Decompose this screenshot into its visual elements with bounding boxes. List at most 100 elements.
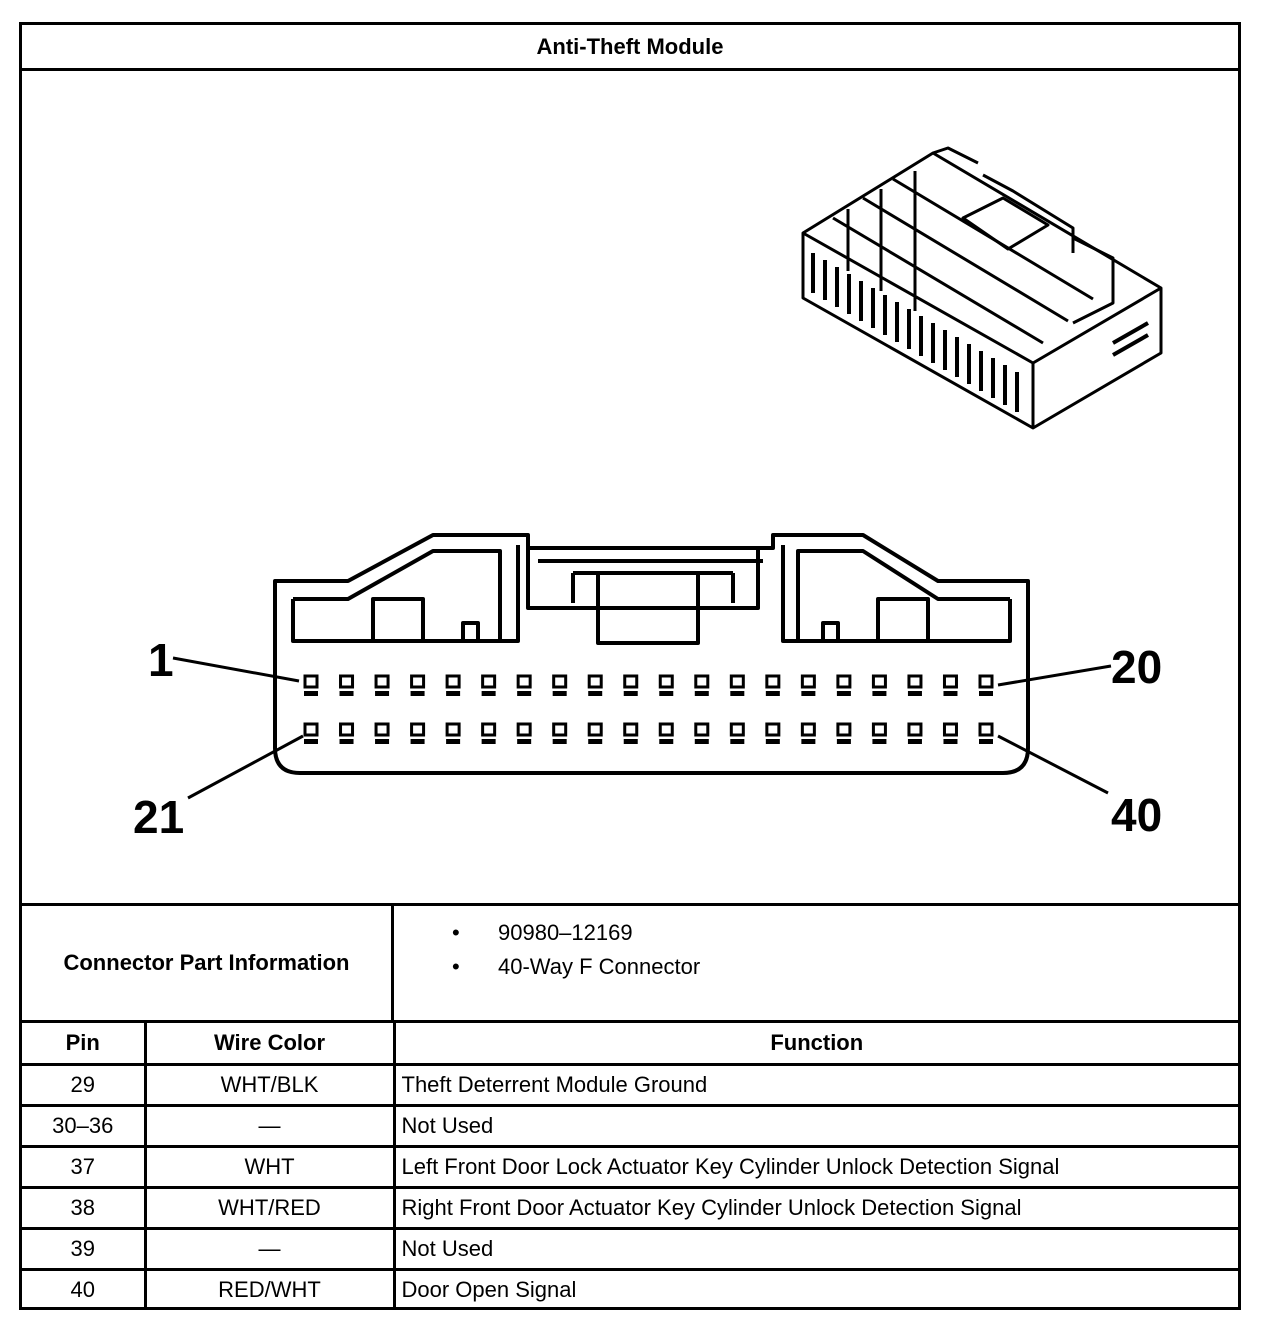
pin-cavity bbox=[410, 722, 426, 737]
pin-cavity bbox=[765, 722, 781, 737]
connector-face-icon bbox=[273, 533, 1030, 775]
pin-cavity bbox=[552, 722, 568, 737]
pin-cavity bbox=[978, 674, 994, 689]
pin-latch bbox=[730, 691, 745, 696]
pin-cavity bbox=[871, 674, 887, 689]
pin-cavity bbox=[694, 674, 710, 689]
pin-cavity bbox=[552, 674, 568, 689]
pin-cavity bbox=[978, 722, 994, 737]
pin-9 bbox=[587, 674, 603, 696]
pin-latch bbox=[410, 691, 425, 696]
pin-latch bbox=[304, 739, 318, 744]
cell-pin: 29 bbox=[22, 1062, 147, 1107]
pin-7 bbox=[516, 674, 532, 696]
pin-16 bbox=[836, 674, 852, 696]
pin-33 bbox=[729, 722, 745, 744]
pin-cavity bbox=[942, 674, 958, 689]
pin-latch bbox=[481, 739, 496, 744]
pin-latch bbox=[659, 739, 674, 744]
pin-latch bbox=[339, 691, 354, 696]
pin-30 bbox=[623, 722, 639, 744]
pin-latch bbox=[694, 739, 709, 744]
pin-latch bbox=[979, 691, 993, 696]
pin-cavity bbox=[907, 674, 923, 689]
cell-pin: 38 bbox=[22, 1185, 147, 1230]
pin-latch bbox=[765, 691, 780, 696]
pin-cavity bbox=[516, 722, 532, 737]
part-number: 90980–12169 bbox=[498, 920, 633, 945]
pin-37 bbox=[871, 722, 887, 744]
pin-23 bbox=[374, 722, 390, 744]
pin-15 bbox=[800, 674, 816, 696]
pin-19 bbox=[942, 674, 958, 696]
leader-pin-1 bbox=[172, 656, 300, 683]
pin-cavity bbox=[836, 674, 852, 689]
cell-pin: 40 bbox=[22, 1267, 147, 1310]
pin-cavity bbox=[623, 674, 639, 689]
pin-latch bbox=[552, 691, 567, 696]
cell-wire-color: — bbox=[143, 1103, 396, 1148]
pin-latch bbox=[943, 691, 958, 696]
pin-20 bbox=[978, 674, 994, 696]
list-item: • 90980–12169 bbox=[394, 916, 1238, 950]
pin-latch bbox=[339, 739, 354, 744]
table-row: 40 RED/WHT Door Open Signal bbox=[22, 1267, 1238, 1310]
pin-cavity bbox=[836, 722, 852, 737]
pin-latch bbox=[872, 691, 887, 696]
pin-35 bbox=[800, 722, 816, 744]
pin-18 bbox=[907, 674, 923, 696]
pin-cavity bbox=[729, 674, 745, 689]
pin-12 bbox=[694, 674, 710, 696]
pin-label-20: 20 bbox=[1111, 641, 1162, 693]
pin-cavity bbox=[587, 674, 603, 689]
pin-latch bbox=[375, 739, 390, 744]
pin-4 bbox=[410, 674, 426, 696]
pin-11 bbox=[658, 674, 674, 696]
pin-21 bbox=[303, 722, 319, 744]
pin-cavity bbox=[623, 722, 639, 737]
pin-cavity bbox=[800, 674, 816, 689]
list-item: •40-Way F Connector bbox=[394, 950, 1238, 984]
pin-13 bbox=[729, 674, 745, 696]
pin-22 bbox=[339, 722, 355, 744]
connector-info-label: Connector Part Information bbox=[22, 906, 394, 1020]
pin-latch bbox=[836, 739, 851, 744]
pin-cavity bbox=[374, 722, 390, 737]
diagram-area: 1 20 21 40 bbox=[22, 71, 1238, 903]
connector-sheet: Anti-Theft Module bbox=[19, 22, 1241, 1310]
cell-wire-color: RED/WHT bbox=[143, 1267, 396, 1310]
leader-pin-40 bbox=[997, 734, 1109, 795]
connector-info-list: • 90980–12169 •40-Way F Connector bbox=[394, 916, 1238, 984]
connector-part-info: Connector Part Information • 90980–12169 … bbox=[22, 903, 1238, 1023]
header-wire-color: Wire Color bbox=[143, 1023, 396, 1066]
pin-latch bbox=[765, 739, 780, 744]
connector-diagram: 1 20 21 40 bbox=[133, 146, 1163, 843]
table-row: 39 — Not Used bbox=[22, 1226, 1238, 1271]
bullet-icon: • bbox=[452, 920, 460, 945]
cell-pin: 30–36 bbox=[22, 1103, 147, 1148]
pin-cavity bbox=[303, 722, 319, 737]
pin-24 bbox=[410, 722, 426, 744]
cell-function: Door Open Signal bbox=[392, 1267, 1238, 1310]
pin-38 bbox=[907, 722, 923, 744]
pin-cavity bbox=[871, 722, 887, 737]
pin-latch bbox=[979, 739, 993, 744]
pin-latch bbox=[694, 691, 709, 696]
pin-latch bbox=[304, 691, 318, 696]
pin-32 bbox=[694, 722, 710, 744]
header-pin: Pin bbox=[22, 1023, 147, 1066]
table-row: 37 WHT Left Front Door Lock Actuator Key… bbox=[22, 1144, 1238, 1189]
pin-cavity bbox=[587, 722, 603, 737]
page-title: Anti-Theft Module bbox=[22, 25, 1238, 71]
leader-pin-21 bbox=[187, 734, 304, 800]
table-row: 30–36 — Not Used bbox=[22, 1103, 1238, 1148]
pin-cavity bbox=[445, 722, 461, 737]
pin-latch bbox=[659, 691, 674, 696]
header-function: Function bbox=[392, 1023, 1238, 1066]
pin-40 bbox=[978, 722, 994, 744]
cell-wire-color: WHT/BLK bbox=[143, 1062, 396, 1107]
pin-28 bbox=[552, 722, 568, 744]
pin-label-21: 21 bbox=[133, 791, 184, 843]
table-header-row: Pin Wire Color Function bbox=[22, 1023, 1238, 1066]
pin-8 bbox=[552, 674, 568, 696]
